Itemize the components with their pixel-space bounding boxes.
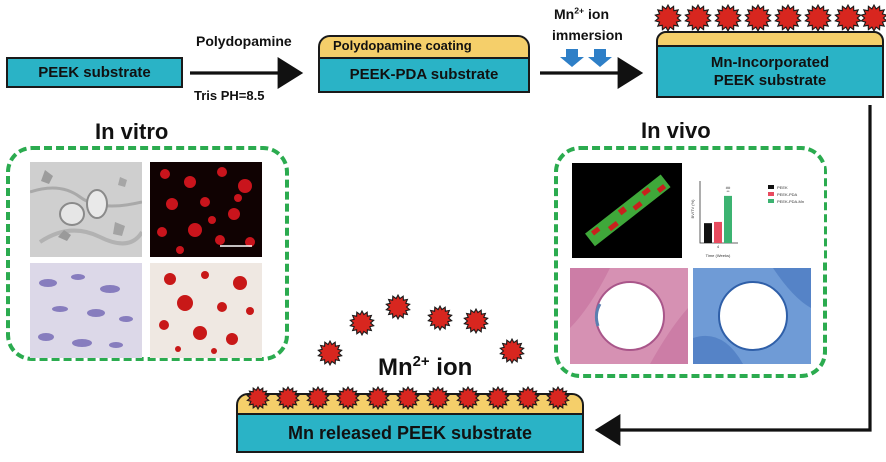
mn-particle-icon	[456, 385, 480, 411]
alizarin-red-panel	[150, 263, 262, 358]
peek-substrate-label: PEEK substrate	[38, 63, 151, 81]
mn-particle-icon	[774, 3, 802, 33]
mini-chart-bar	[724, 195, 732, 243]
mn-particle-icon	[349, 309, 375, 337]
mn-particle-icon	[385, 293, 411, 321]
mn-particle-icon	[860, 3, 886, 33]
mn-incorporated-substrate: Mn-Incorporated PEEK substrate	[656, 45, 884, 98]
mn-line1: Mn-Incorporated	[710, 54, 830, 72]
mn-particle-icon	[463, 307, 489, 335]
arrow-mn-to-released	[594, 105, 872, 446]
mini-chart-bar	[704, 223, 712, 243]
mn-particle-icon	[714, 3, 742, 33]
mini-chart-xlabel: Time (Weeks)	[706, 253, 731, 258]
he-stain-panel	[570, 268, 688, 364]
in-vivo-title: In vivo	[641, 118, 711, 143]
mini-chart-bar	[714, 221, 722, 243]
mn-particle-icon	[804, 3, 832, 33]
immersion-label: immersion	[552, 27, 623, 43]
down-arrow-icon	[588, 49, 612, 67]
mn-particle-icon	[427, 304, 453, 332]
mn-particle-icon	[684, 3, 712, 33]
mini-chart-legend-swatch	[768, 185, 774, 189]
in-vivo-group	[554, 146, 827, 378]
mn-particle-icon	[246, 385, 270, 411]
released-label: Mn released PEEK substrate	[287, 422, 533, 443]
down-arrow-icon	[560, 49, 584, 67]
micro-ct-panel	[572, 163, 682, 258]
mini-chart-sig-label: ##	[726, 185, 731, 190]
peek-pda-substrate: PEEK-PDA substrate	[318, 57, 530, 93]
in-vitro-group	[6, 146, 289, 361]
mini-chart-legend-swatch	[768, 192, 774, 196]
mn-particle-icon	[396, 385, 420, 411]
mn-particle-icon	[744, 3, 772, 33]
mn-particle-icon	[654, 3, 682, 33]
in-vitro-title: In vitro	[95, 119, 169, 144]
mini-chart-legend-swatch	[768, 199, 774, 203]
mini-chart-legend-label: PEEK-PDA-Mn	[777, 199, 804, 204]
mn-particle-icon	[546, 385, 570, 411]
coating-label: Polydopamine coating	[333, 38, 472, 53]
mn-particle-icon	[499, 337, 525, 365]
mn-particle-icon	[317, 339, 343, 367]
mn-particle-icon	[336, 385, 360, 411]
alp-stain-panel	[30, 263, 142, 358]
arrow1-top-label: Polydopamine	[196, 33, 292, 49]
mn-ion-label: Mn2+ ion	[554, 5, 609, 22]
mini-chart-xtick: 4	[717, 244, 720, 249]
released-mn-ion-label: Mn2+ ion	[378, 354, 473, 381]
mn-line2: PEEK substrate	[713, 71, 827, 89]
arrow1-bottom-label: Tris PH=8.5	[194, 88, 265, 103]
mini-chart-legend-label: PEEK	[777, 185, 788, 190]
mn-particle-icon	[834, 3, 862, 33]
sem-micrograph-panel	[30, 162, 142, 257]
mn-released-substrate: Mn released PEEK substrate	[236, 413, 584, 453]
mn-particle-icon	[306, 385, 330, 411]
masson-stain-panel	[693, 268, 811, 364]
peek-substrate: PEEK substrate	[6, 57, 183, 88]
mn-particle-icon	[516, 385, 540, 411]
fluorescence-panel	[150, 162, 262, 257]
bvtv-mini-chart: BV/TV (%) Time (Weeks) 4 ##** PEEK PEEK-PD…	[688, 163, 824, 259]
mini-chart-svg: BV/TV (%) Time (Weeks) 4 ##** PEEK PEEK-PD…	[690, 181, 804, 258]
mn-particle-icon	[486, 385, 510, 411]
peek-pda-substrate-label: PEEK-PDA substrate	[349, 66, 499, 84]
mini-chart-ylabel: BV/TV (%)	[690, 199, 695, 219]
mn-particle-icon	[366, 385, 390, 411]
mn-particle-icon	[426, 385, 450, 411]
mini-chart-sig-label: **	[726, 189, 730, 194]
mini-chart-legend-label: PEEK-PDA	[777, 192, 798, 197]
mn-particle-icon	[276, 385, 300, 411]
